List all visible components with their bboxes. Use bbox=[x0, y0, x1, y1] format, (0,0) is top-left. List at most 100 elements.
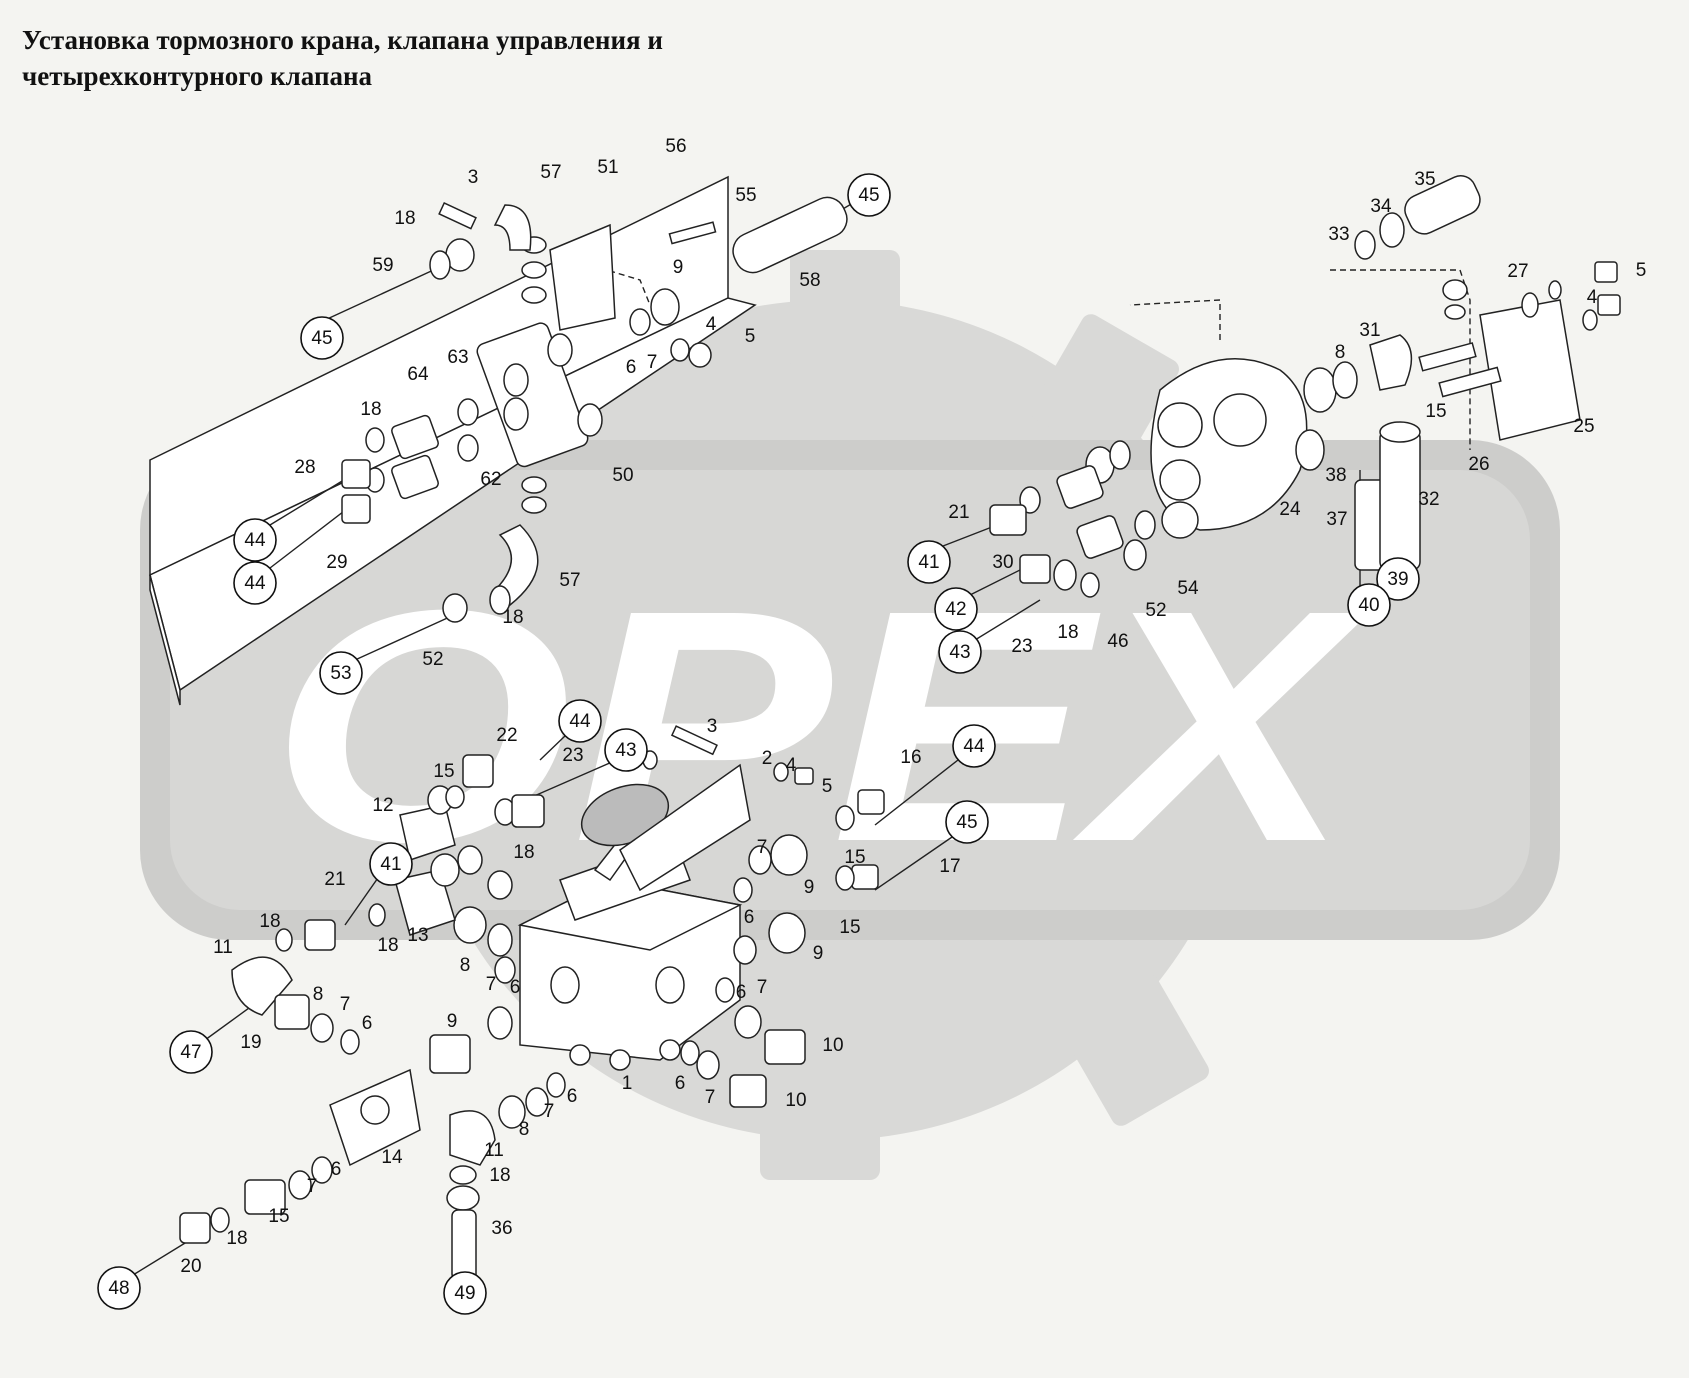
part-label-50: 50 bbox=[612, 465, 633, 486]
part-label-4: 4 bbox=[1587, 287, 1598, 308]
part-label-35: 35 bbox=[1414, 169, 1435, 190]
part-label-8: 8 bbox=[460, 955, 471, 976]
ref-circle-label: 44 bbox=[569, 711, 591, 732]
ref-circle-label: 39 bbox=[1387, 569, 1408, 590]
ref-circle-label: 41 bbox=[380, 854, 401, 875]
ref-circle-outline bbox=[169, 1030, 213, 1074]
ref-circle-label: 40 bbox=[1358, 595, 1379, 616]
part-label-14: 14 bbox=[381, 1147, 403, 1168]
ref-circle-39: 39 bbox=[1376, 557, 1420, 601]
part-label-51: 51 bbox=[597, 157, 618, 178]
part-label-59: 59 bbox=[372, 255, 393, 276]
ref-circle-label: 41 bbox=[918, 552, 939, 573]
part-label-21: 21 bbox=[948, 502, 969, 523]
ref-circle-outline bbox=[938, 630, 982, 674]
part-label-10: 10 bbox=[785, 1090, 806, 1111]
ref-circle-outline bbox=[233, 518, 277, 562]
part-label-5: 5 bbox=[822, 776, 833, 797]
four-circuit-valve-assembly bbox=[989, 174, 1621, 598]
part-label-6: 6 bbox=[331, 1159, 342, 1180]
part-label-1: 1 bbox=[622, 1073, 633, 1094]
part-label-16: 16 bbox=[900, 747, 921, 768]
ref-circle-outline bbox=[847, 173, 891, 217]
part-label-17: 17 bbox=[939, 856, 960, 877]
part-label-18: 18 bbox=[513, 842, 534, 863]
part-label-6: 6 bbox=[510, 977, 521, 998]
part-label-15: 15 bbox=[839, 917, 860, 938]
part-label-18: 18 bbox=[502, 607, 523, 628]
ref-circle-outline bbox=[952, 724, 996, 768]
watermark-text: OPEX bbox=[270, 541, 1370, 910]
ref-circle-outline bbox=[604, 728, 648, 772]
title-line-2: четырехконтурного клапана bbox=[22, 61, 373, 91]
part-label-6: 6 bbox=[736, 982, 747, 1003]
part-label-18: 18 bbox=[377, 935, 398, 956]
part-label-57: 57 bbox=[559, 570, 580, 591]
part-label-6: 6 bbox=[626, 357, 637, 378]
ref-circle-label: 53 bbox=[330, 663, 351, 684]
ref-circle-41: 41 bbox=[369, 842, 413, 886]
ref-circle-label: 44 bbox=[244, 573, 266, 594]
diagram-title: Установка тормозного крана, клапана упра… bbox=[22, 22, 922, 94]
part-label-9: 9 bbox=[447, 1011, 458, 1032]
part-label-15: 15 bbox=[433, 761, 454, 782]
part-label-18: 18 bbox=[259, 911, 280, 932]
part-label-37: 37 bbox=[1326, 509, 1347, 530]
part-label-25: 25 bbox=[1573, 416, 1594, 437]
ref-circle-44: 44 bbox=[233, 518, 277, 562]
part-label-8: 8 bbox=[1335, 342, 1346, 363]
part-label-62: 62 bbox=[480, 469, 501, 490]
part-label-4: 4 bbox=[786, 755, 797, 776]
ref-circle-label: 43 bbox=[949, 642, 970, 663]
control-valve-assembly bbox=[341, 196, 848, 623]
part-label-20: 20 bbox=[180, 1256, 201, 1277]
ref-circle-outline bbox=[934, 587, 978, 631]
part-label-28: 28 bbox=[294, 457, 315, 478]
part-label-19: 19 bbox=[240, 1032, 261, 1053]
part-label-7: 7 bbox=[340, 994, 351, 1015]
part-label-27: 27 bbox=[1507, 261, 1528, 282]
ref-circle-outline bbox=[97, 1266, 141, 1310]
ref-circle-43: 43 bbox=[938, 630, 982, 674]
part-label-15: 15 bbox=[268, 1206, 289, 1227]
part-label-9: 9 bbox=[673, 257, 684, 278]
ref-circle-47: 47 bbox=[169, 1030, 213, 1074]
part-label-7: 7 bbox=[757, 977, 768, 998]
part-label-56: 56 bbox=[665, 136, 686, 157]
part-label-38: 38 bbox=[1325, 465, 1346, 486]
ref-circle-44: 44 bbox=[233, 561, 277, 605]
ref-circle-outline bbox=[369, 842, 413, 886]
part-label-22: 22 bbox=[496, 725, 517, 746]
ref-circle-41: 41 bbox=[907, 540, 951, 584]
ref-circle-48: 48 bbox=[97, 1266, 141, 1310]
part-label-3: 3 bbox=[468, 167, 479, 188]
part-label-2: 2 bbox=[762, 748, 773, 769]
brake-valve-assembly bbox=[179, 725, 885, 1281]
part-label-18: 18 bbox=[394, 208, 415, 229]
part-label-23: 23 bbox=[1011, 636, 1032, 657]
ref-circle-45: 45 bbox=[945, 800, 989, 844]
ref-circle-label: 44 bbox=[244, 530, 266, 551]
part-label-6: 6 bbox=[362, 1013, 373, 1034]
part-label-8: 8 bbox=[519, 1119, 530, 1140]
part-label-13: 13 bbox=[407, 925, 428, 946]
part-label-6: 6 bbox=[675, 1073, 686, 1094]
part-label-9: 9 bbox=[813, 943, 824, 964]
ref-circle-label: 48 bbox=[108, 1278, 129, 1299]
part-label-11: 11 bbox=[484, 1140, 504, 1161]
part-label-30: 30 bbox=[992, 552, 1013, 573]
ref-circle-outline bbox=[233, 561, 277, 605]
part-label-33: 33 bbox=[1328, 224, 1349, 245]
part-label-21: 21 bbox=[324, 869, 345, 890]
part-label-10: 10 bbox=[822, 1035, 843, 1056]
ref-circle-label: 45 bbox=[311, 328, 332, 349]
part-label-8: 8 bbox=[313, 984, 324, 1005]
part-label-46: 46 bbox=[1107, 631, 1128, 652]
ref-circle-53: 53 bbox=[319, 651, 363, 695]
ref-circle-outline bbox=[1347, 583, 1391, 627]
part-label-7: 7 bbox=[486, 974, 497, 995]
part-label-6: 6 bbox=[567, 1086, 578, 1107]
ref-circle-outline bbox=[945, 800, 989, 844]
